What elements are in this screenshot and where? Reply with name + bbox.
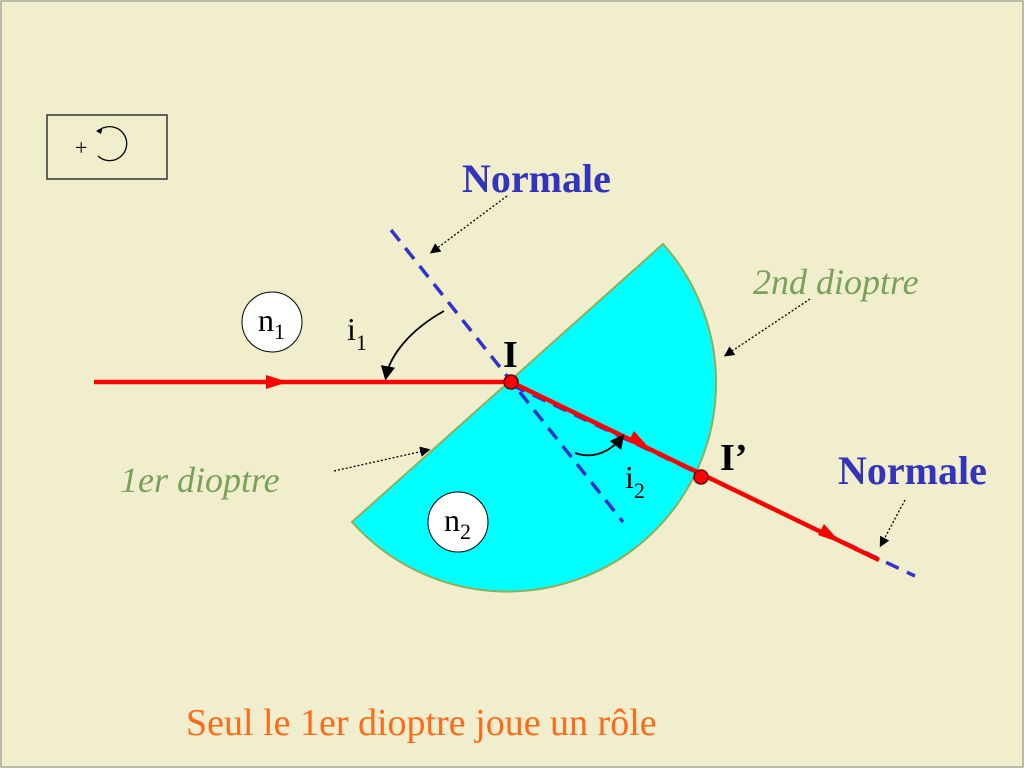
label-2nd-dioptre: 2nd dioptre xyxy=(753,262,919,302)
label-normale-top: Normale xyxy=(462,156,611,201)
leader-normale-right xyxy=(879,499,906,548)
leader-1er-dioptre xyxy=(333,446,431,472)
angle-label-i2: i2 xyxy=(625,459,645,503)
n2-badge: n2 xyxy=(427,491,489,553)
svg-text:n1: n1 xyxy=(258,302,285,344)
caption-text: Seul le 1er dioptre joue un rôle xyxy=(186,702,657,744)
refracted-ray-arrow-2 xyxy=(818,524,841,543)
label-point-I: I xyxy=(503,334,518,376)
sign-convention-box: + xyxy=(46,114,168,180)
incident-ray-arrow xyxy=(266,375,288,389)
angle-label-i1: i1 xyxy=(347,311,367,355)
n1-badge: n1 xyxy=(241,291,303,353)
half-disk-lens xyxy=(350,242,718,593)
svg-text:n2: n2 xyxy=(444,502,471,544)
leader-normale-top xyxy=(429,195,508,254)
angle-arc-i2 xyxy=(574,434,625,457)
refracted-ray xyxy=(510,379,880,563)
plus-sign: + xyxy=(75,135,87,160)
rotation-arrow-icon xyxy=(97,125,128,162)
label-normale-right: Normale xyxy=(838,448,987,493)
point-I-prime xyxy=(693,469,709,485)
angle-arc-i1 xyxy=(380,310,445,381)
point-I xyxy=(503,374,519,390)
label-point-I-prime: I’ xyxy=(720,437,747,479)
refracted-ray-arrow-1 xyxy=(628,431,651,450)
leader-2nd-dioptre xyxy=(723,298,811,357)
label-1er-dioptre: 1er dioptre xyxy=(120,460,280,500)
